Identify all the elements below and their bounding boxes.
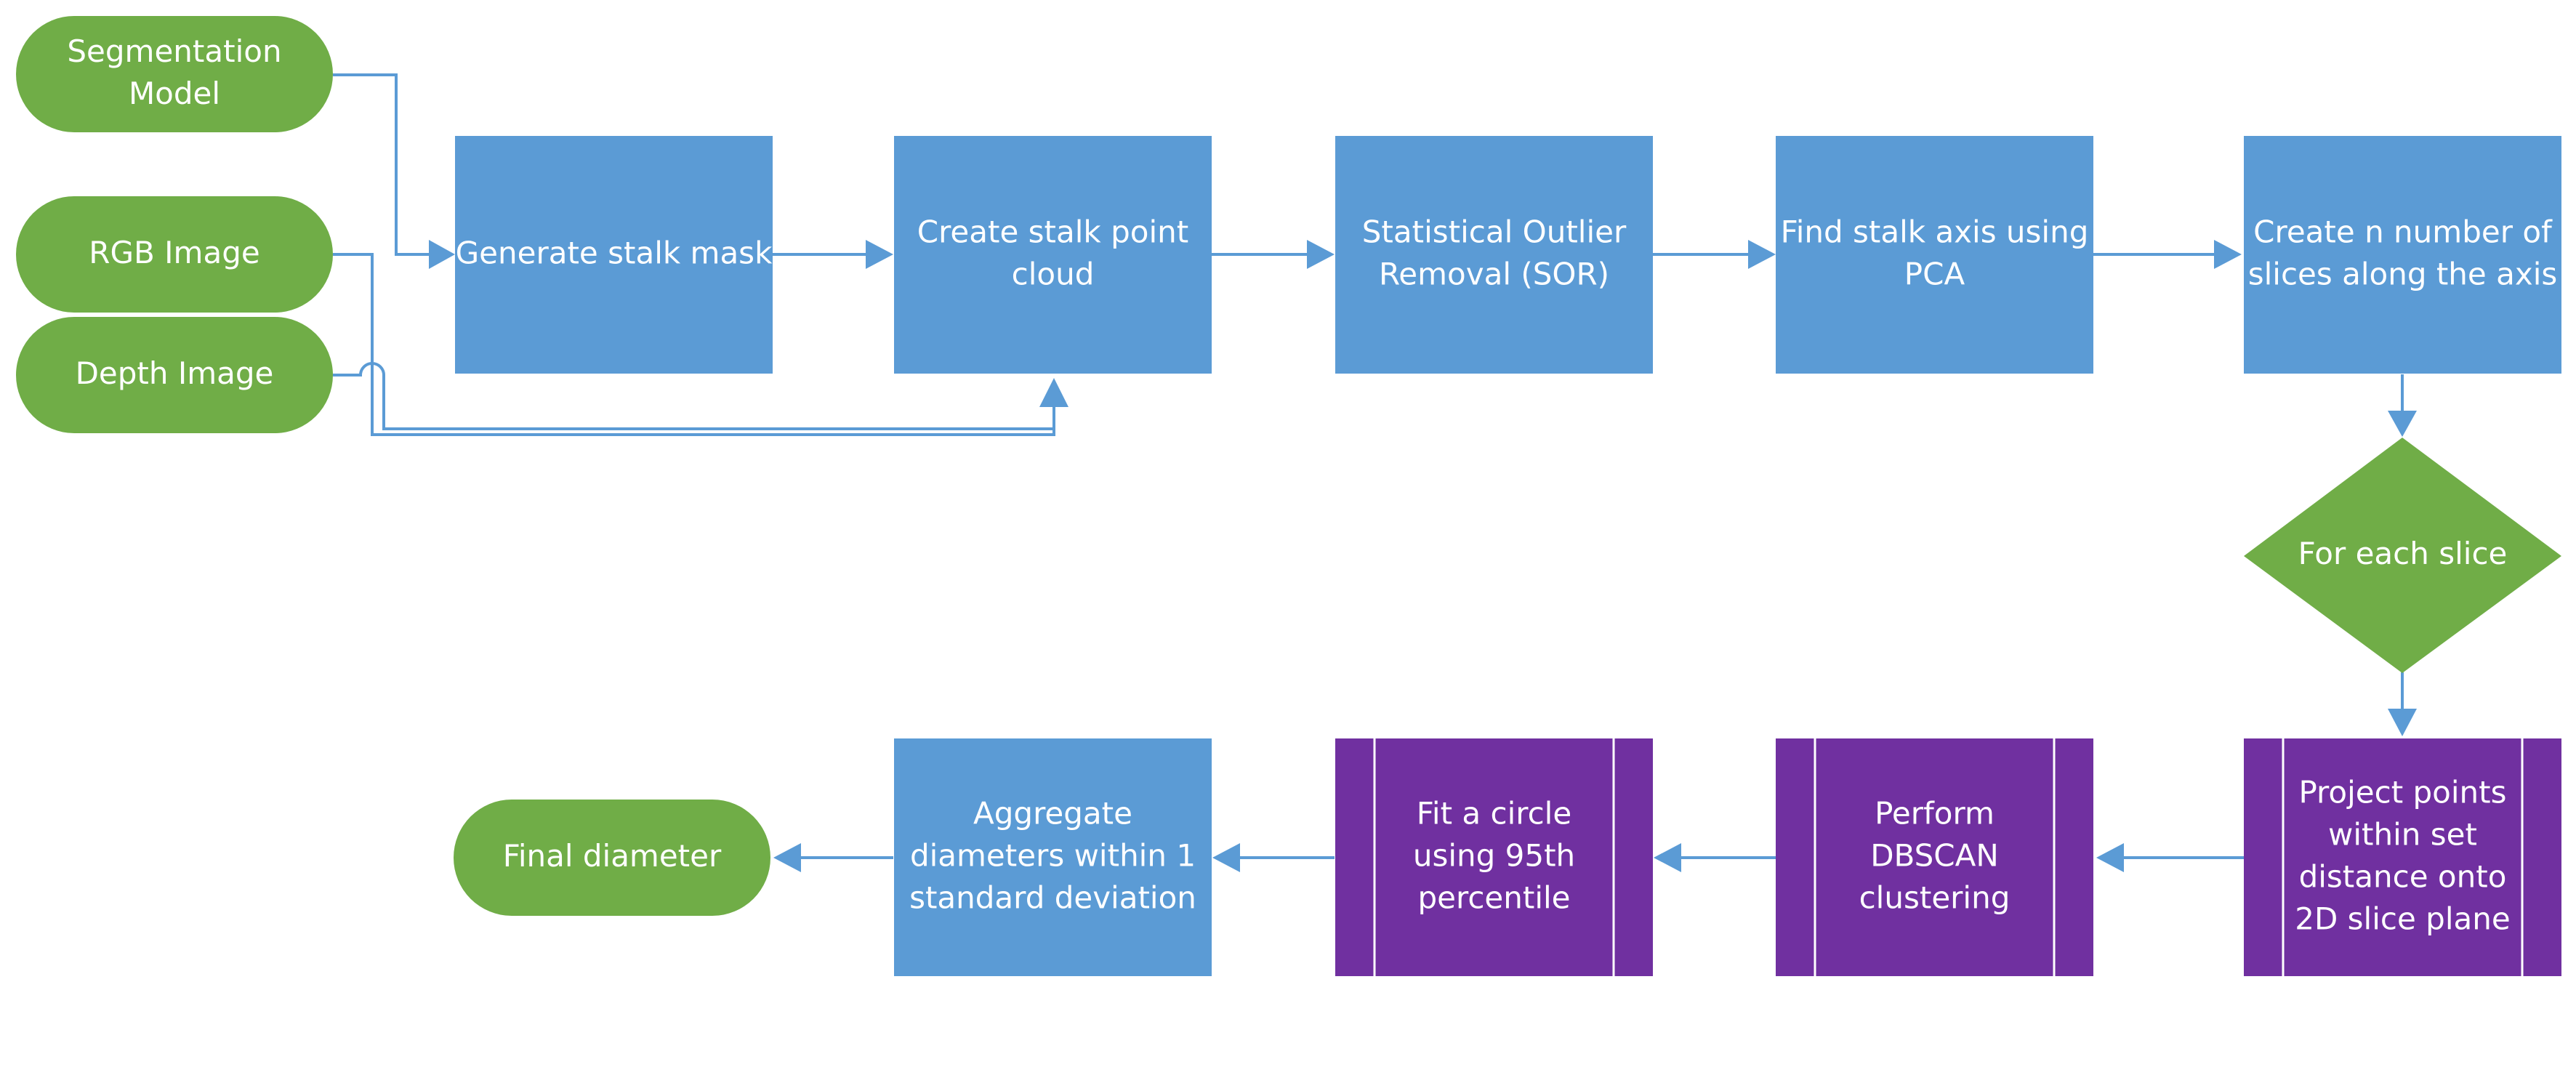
node-label-line: Create stalk point [917, 214, 1188, 249]
node-depth-image: Depth Image [16, 317, 333, 433]
node-label-line: distance onto [2299, 858, 2507, 894]
node-label-line: Depth Image [76, 355, 274, 391]
arrowhead-icon [1748, 240, 1776, 269]
node-label: Aggregate diameters within 1 standard devi… [909, 795, 1196, 915]
node-rgb-image: RGB Image [16, 196, 333, 313]
process-shape [894, 136, 1212, 374]
decision-shape [2244, 438, 2561, 673]
node-label-line: Removal (SOR) [1379, 256, 1609, 291]
node-label: Project points within set distance onto 2D … [2295, 774, 2510, 936]
node-label-line: percentile [1417, 879, 1570, 915]
predefined-shape [2244, 738, 2561, 976]
predefined-shape [1776, 738, 2093, 976]
arrowhead-icon [2214, 240, 2242, 269]
node-label-line: PCA [1904, 256, 1965, 291]
node-label-line: using 95th [1413, 837, 1575, 873]
process-shape [1776, 136, 2093, 374]
process-shape [1335, 136, 1653, 374]
node-for-each-slice: For each slice [2244, 438, 2561, 673]
node-label: Create stalk point cloud [917, 214, 1188, 291]
terminal-shape [454, 800, 770, 916]
node-label-line: 2D slice plane [2295, 901, 2510, 936]
connectors [333, 73, 2417, 872]
node-label-line: slices along the axis [2248, 256, 2558, 291]
arrowhead-icon [2388, 411, 2417, 437]
node-label: For each slice [2298, 536, 2508, 571]
node-label-line: Model [129, 76, 220, 111]
node-label: Generate stalk mask [456, 235, 773, 270]
node-aggregate: Aggregate diameters within 1 standard devi… [894, 738, 1212, 976]
arrowhead-icon [1212, 843, 1240, 872]
node-label-line: RGB Image [89, 235, 259, 270]
node-create-slices: Create n number of slices along the axis [2244, 136, 2561, 374]
arrowhead-icon [866, 240, 893, 269]
node-label: Create n number of slices along the axis [2248, 214, 2558, 291]
node-project-points: Project points within set distance onto 2D … [2244, 738, 2561, 976]
node-label-line: clustering [1859, 879, 2011, 915]
edge-depth-to-point-cloud [333, 362, 1055, 430]
process-shape [894, 738, 1212, 976]
node-label-line: Project points [2298, 774, 2506, 810]
node-label-line: Statistical Outlier [1362, 214, 1627, 249]
node-label-line: cloud [1012, 256, 1095, 291]
node-label-line: Generate stalk mask [456, 235, 773, 270]
node-label-line: Find stalk axis using [1781, 214, 2089, 249]
terminal-shape [16, 317, 333, 433]
arrowhead-icon [1307, 240, 1335, 269]
node-create-point-cloud: Create stalk point cloud [894, 136, 1212, 374]
node-label-line: within set [2328, 816, 2477, 852]
process-shape [455, 136, 773, 374]
node-final-diameter: Final diameter [454, 800, 770, 916]
node-label-line: Aggregate [973, 795, 1132, 831]
node-label: Final diameter [503, 838, 722, 874]
arrowhead-icon [2388, 709, 2417, 736]
arrowhead-icon [1039, 378, 1068, 407]
node-label-line: diameters within 1 [910, 837, 1196, 873]
arrowhead-icon [773, 843, 801, 872]
node-label: Fit a circle using 95th percentile [1413, 795, 1575, 915]
node-label: RGB Image [89, 235, 259, 270]
node-label-line: For each slice [2298, 536, 2508, 571]
node-label-line: standard deviation [909, 879, 1196, 915]
node-fit-circle: Fit a circle using 95th percentile [1335, 738, 1653, 976]
predefined-shape [1335, 738, 1653, 976]
edge-segmentation-to-mask [333, 73, 429, 256]
node-label-line: DBSCAN [1870, 837, 1999, 873]
terminal-shape [16, 16, 333, 132]
node-label-line: Create n number of [2253, 214, 2553, 249]
arrowhead-icon [429, 240, 455, 269]
node-label-line: Final diameter [503, 838, 722, 874]
node-label-line: Segmentation [67, 33, 281, 69]
node-label-line: Perform [1875, 795, 1995, 831]
node-label-line: Fit a circle [1417, 795, 1571, 831]
terminal-shape [16, 196, 333, 313]
process-shape [2244, 136, 2561, 374]
node-generate-mask: Generate stalk mask [455, 136, 773, 374]
arrowhead-icon [2096, 843, 2124, 872]
arrowhead-icon [1654, 843, 1681, 872]
node-label: Depth Image [76, 355, 274, 391]
